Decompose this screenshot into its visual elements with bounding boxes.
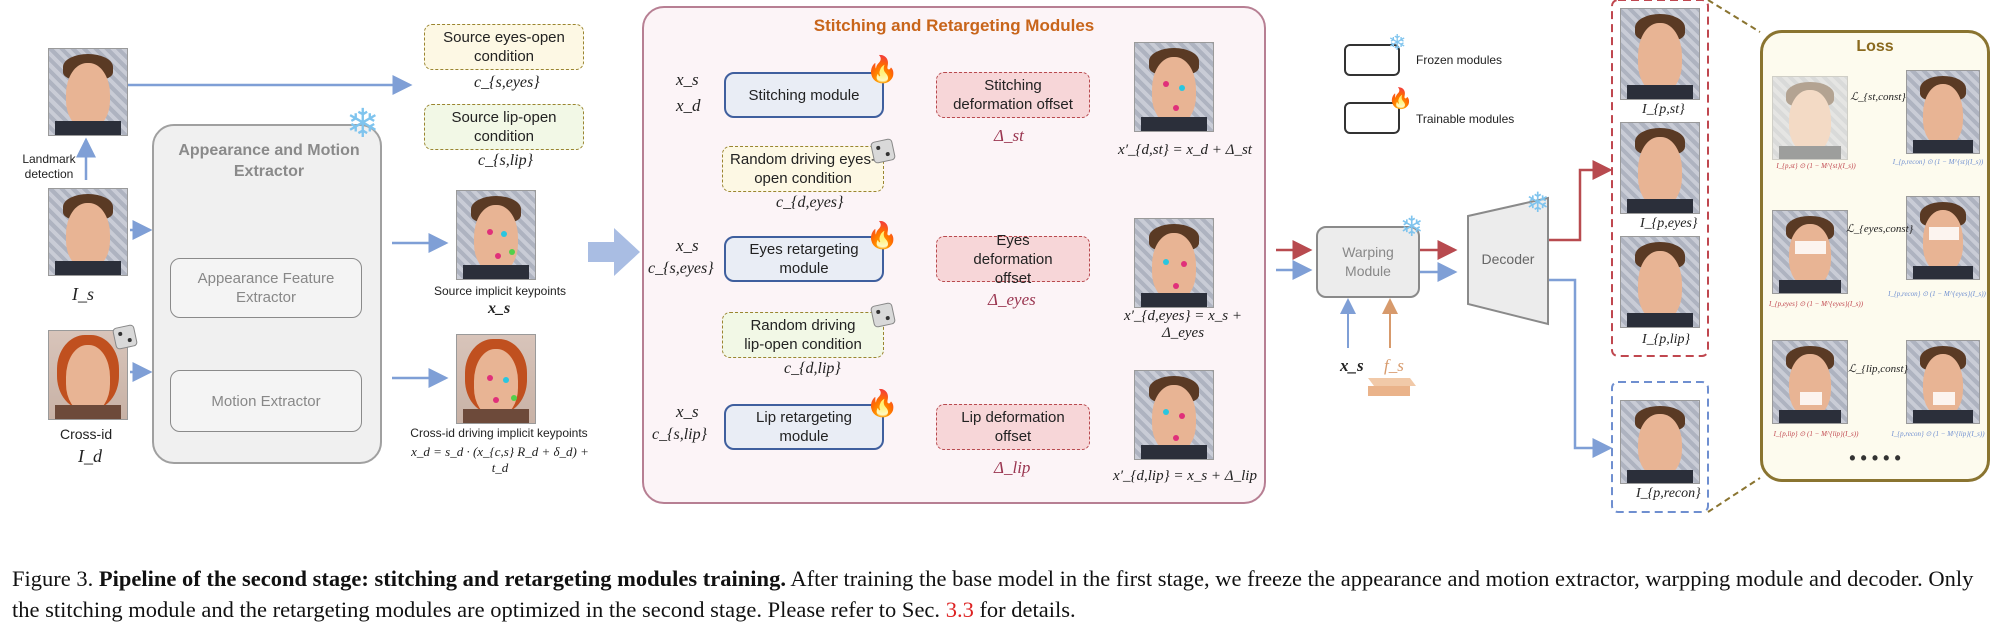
source-keypoints-label: Source implicit keypoints	[433, 284, 567, 298]
lip-result-face	[1134, 370, 1214, 460]
decoder-label: Decoder	[1481, 251, 1535, 267]
extractor-title: Appearance and Motion Extractor	[178, 142, 360, 180]
output-st-symbol: I_{p,st}	[1642, 102, 1685, 117]
eyes-condition-symbol: c_{d,eyes}	[776, 194, 844, 211]
lip-input-cs: c_{s,lip}	[652, 426, 708, 443]
loss-more-dots: • • • • •	[1849, 448, 1901, 468]
legend-trainable-label: Trainable modules	[1416, 112, 1515, 126]
legend-frozen-box	[1344, 44, 1400, 76]
appearance-feature-extractor: Appearance Feature Extractor	[170, 258, 362, 318]
source-keypoints-face	[456, 190, 536, 280]
landmark-detection-label: Landmark detection	[22, 152, 76, 181]
random-eyes-condition: Random driving eyes-open condition	[722, 146, 884, 192]
warping-module: Warping Module	[1316, 226, 1420, 298]
source-keypoints-symbol: x_s	[488, 300, 511, 317]
stitching-result-equation: x′_{d,st} = x_d + Δ_st	[1118, 142, 1252, 158]
caption-bold-title: Pipeline of the second stage: stitching …	[98, 566, 786, 591]
source-face-Is	[48, 188, 128, 276]
dice-icon	[869, 137, 897, 165]
loss-face-lip-right	[1906, 340, 1980, 424]
dice-icon	[111, 323, 139, 351]
caption-suffix: for details.	[979, 597, 1076, 622]
loss-face-st-left	[1772, 76, 1848, 160]
eyes-offset: Eyes deformation offset	[936, 232, 1090, 287]
fire-icon: 🔥	[1388, 88, 1413, 110]
fire-icon: 🔥	[866, 388, 899, 418]
output-face-st	[1620, 8, 1700, 100]
snowflake-icon: ❄	[1388, 30, 1407, 55]
warping-input-fs: f_s	[1384, 356, 1404, 375]
cross-id-label: Cross-id	[60, 426, 113, 442]
lip-condition-symbol: c_{d,lip}	[784, 360, 841, 377]
output-eyes-symbol: I_{p,eyes}	[1640, 216, 1698, 231]
loss-row1-right: I_{p,recon} ⊙ (1 − M^{st}(I_s))	[1892, 158, 1984, 166]
eyes-offset-symbol: Δ_eyes	[988, 290, 1036, 309]
caption-body: After training the base model in the fir…	[12, 566, 1974, 622]
warping-input-xs: x_s	[1340, 356, 1364, 375]
lip-retargeting-module: Lip retargeting module	[724, 404, 884, 450]
loss-row1-left: I_{p,st} ⊙ (1 − M^{st}(I_s))	[1776, 162, 1856, 170]
loss-face-eyes-left	[1772, 210, 1848, 294]
loss-st-const: ℒ_{st,const}	[1850, 91, 1906, 103]
loss-row2-left: I_{p,eyes} ⊙ (1 − M^{eyes}(I_s))	[1768, 300, 1864, 308]
lip-offset-symbol: Δ_lip	[994, 458, 1031, 477]
loss-row3-left: I_{p,lip} ⊙ (1 − M^{lip}(I_s))	[1773, 430, 1859, 438]
loss-face-eyes-right	[1906, 196, 1980, 280]
source-face-top	[48, 48, 128, 136]
source-eyes-open-condition: Source eyes-open condition	[424, 24, 584, 70]
source-lip-open-condition: Source lip-open condition	[424, 104, 584, 150]
source-lip-symbol: c_{s,lip}	[478, 152, 534, 169]
motion-extractor: Motion Extractor	[170, 370, 362, 432]
stitching-result-face	[1134, 42, 1214, 132]
decoder-shape	[1467, 196, 1549, 326]
stitching-offset: Stitching deformation offset	[936, 72, 1090, 118]
loss-row3-right: I_{p,recon} ⊙ (1 − M^{lip}(I_s))	[1891, 430, 1985, 438]
stitching-input-xs: x_s	[676, 70, 699, 89]
snowflake-icon: ❄	[1526, 187, 1550, 218]
output-face-eyes	[1620, 122, 1700, 214]
output-face-lip	[1620, 236, 1700, 328]
loss-eyes-const: ℒ_{eyes,const}	[1846, 223, 1914, 235]
eyes-result-face	[1134, 218, 1214, 308]
source-eyes-symbol: c_{s,eyes}	[474, 74, 540, 91]
caption-section-ref[interactable]: 3.3	[945, 597, 974, 622]
stitching-input-xd: x_d	[676, 96, 701, 115]
driving-image-symbol: I_d	[78, 446, 102, 466]
figure-caption: Figure 3. Pipeline of the second stage: …	[12, 563, 1997, 625]
loss-title: Loss	[1856, 38, 1894, 55]
snowflake-icon: ❄	[1400, 211, 1424, 242]
eyes-retargeting-module: Eyes retargeting module	[724, 236, 884, 282]
fire-icon: 🔥	[866, 220, 899, 250]
driving-keypoints-equation: x_d = s_d · (x_{c,s} R_d + δ_d) + t_d	[411, 444, 589, 475]
random-lip-condition: Random driving lip-open condition	[722, 312, 884, 358]
output-face-recon	[1620, 400, 1700, 484]
source-image-symbol: I_s	[72, 284, 94, 304]
output-lip-symbol: I_{p,lip}	[1642, 332, 1691, 347]
legend-frozen-label: Frozen modules	[1416, 53, 1503, 67]
snowflake-icon: ❄	[346, 102, 380, 146]
lip-result-equation: x′_{d,lip} = x_s + Δ_lip	[1113, 468, 1257, 484]
stitching-offset-symbol: Δ_st	[994, 126, 1024, 145]
eyes-input-cs: c_{s,eyes}	[648, 260, 714, 277]
output-recon-symbol: I_{p,recon}	[1636, 486, 1701, 501]
loss-lip-const: ℒ_{lip,const}	[1848, 363, 1908, 375]
eyes-input-xs: x_s	[676, 236, 699, 255]
panel-title: Stitching and Retargeting Modules	[813, 16, 1095, 35]
lip-input-xs: x_s	[676, 402, 699, 421]
lip-offset: Lip deformation offset	[936, 404, 1090, 450]
driving-keypoints-label: Cross-id driving implicit keypoints	[410, 426, 588, 440]
eyes-result-equation: x′_{d,eyes} = x_s + Δ_eyes	[1124, 308, 1242, 341]
loss-row2-right: I_{p,recon} ⊙ (1 − M^{eyes}(I_s))	[1888, 290, 1986, 298]
loss-face-lip-left	[1772, 340, 1848, 424]
stitching-module: Stitching module	[724, 72, 884, 118]
legend-trainable-box	[1344, 102, 1400, 134]
loss-face-st-right	[1906, 70, 1980, 154]
dice-icon	[869, 301, 897, 329]
fire-icon: 🔥	[866, 54, 899, 84]
caption-prefix: Figure 3.	[12, 566, 94, 591]
driving-keypoints-face	[456, 334, 536, 424]
